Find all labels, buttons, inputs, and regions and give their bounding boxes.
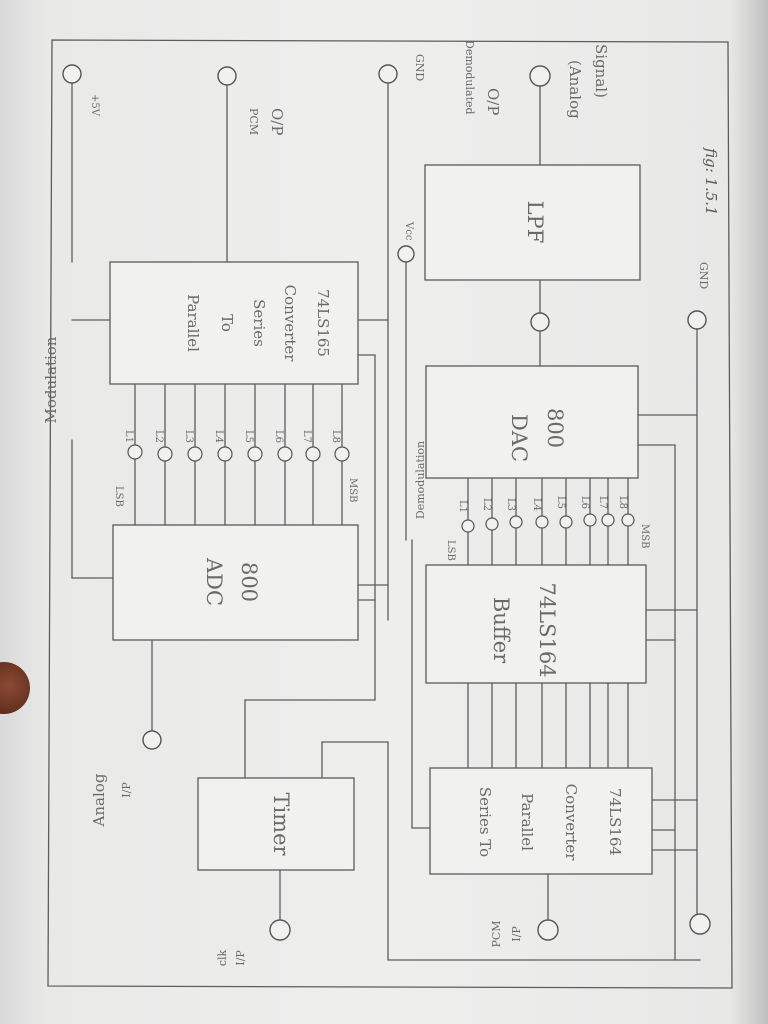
gnd-top-label: GND bbox=[413, 54, 426, 81]
stp-line-4: 74LS164 bbox=[606, 788, 624, 856]
analog-signal-label-2: Signal) bbox=[592, 44, 610, 98]
outer-border bbox=[47, 39, 733, 989]
stp-line-2: Parallel bbox=[518, 793, 536, 851]
pts-line-2: To bbox=[218, 314, 236, 332]
pcm-output-terminal[interactable] bbox=[217, 66, 237, 86]
vcc-mid-label: Vcc bbox=[403, 221, 414, 241]
gnd-mid-label: GND bbox=[697, 262, 710, 289]
adc-bit-label: L4 bbox=[213, 430, 224, 443]
demod-out-label-1: Demodulated bbox=[463, 40, 476, 115]
dac-bit-label: L2 bbox=[481, 498, 492, 511]
dac-bit-label: L5 bbox=[555, 496, 566, 509]
buffer-name: Buffer bbox=[489, 597, 513, 664]
dac-part: 800 bbox=[543, 408, 567, 448]
dac-lsb-label: LSB bbox=[445, 540, 456, 561]
pts-line-1: Parallel bbox=[184, 294, 202, 352]
adc-name: ADC bbox=[202, 557, 226, 606]
buffer-pin-circles bbox=[461, 513, 635, 533]
analog-input-terminal[interactable] bbox=[142, 730, 162, 750]
gnd-terminal-top[interactable] bbox=[378, 64, 398, 84]
adc-bit-label: L8 bbox=[330, 430, 341, 443]
clk-in-label-2: I/P bbox=[234, 950, 247, 966]
adc-pin-circles bbox=[127, 444, 350, 462]
vcc-terminal-top[interactable] bbox=[62, 64, 82, 84]
pcm-in-label-2: I/P bbox=[510, 926, 523, 942]
pcm-in-label-1: PCM bbox=[490, 920, 503, 947]
dac-msb-label: MSB bbox=[639, 524, 650, 548]
clk-in-label-1: clk bbox=[216, 950, 229, 967]
figure-label: fig: 1.5.1 bbox=[702, 147, 720, 216]
dac-name: DAC bbox=[507, 414, 531, 462]
dac-bit-label: L6 bbox=[579, 496, 590, 509]
analog-in-label-1: Analog bbox=[90, 773, 108, 827]
series-to-parallel-block bbox=[429, 767, 653, 875]
adc-bit-label: L7 bbox=[301, 430, 312, 443]
dac-bit-label: L7 bbox=[597, 496, 608, 509]
gnd-terminal-mid[interactable] bbox=[687, 310, 707, 330]
dac-block bbox=[425, 365, 639, 479]
timer-name: Timer bbox=[269, 792, 293, 856]
demodulation-label: Demodulation bbox=[414, 441, 427, 519]
stp-line-1: Series To bbox=[476, 787, 494, 857]
lpf-name: LPF bbox=[523, 201, 547, 244]
parallel-to-series-block bbox=[109, 261, 359, 385]
pts-line-3: Series bbox=[250, 299, 268, 347]
dac-bit-label: L1 bbox=[457, 500, 468, 513]
adc-bit-label: L5 bbox=[243, 430, 254, 443]
pts-line-4: Converter bbox=[281, 285, 299, 363]
adc-lsb-label: LSB bbox=[113, 486, 124, 507]
pcm-out-label-2: O/P bbox=[268, 108, 286, 135]
pcm-out-label-1: PCM bbox=[247, 108, 260, 135]
timer-block bbox=[197, 777, 355, 871]
vcc-terminal-mid[interactable] bbox=[397, 245, 415, 263]
stp-line-3: Converter bbox=[562, 784, 580, 862]
lpf-dac-node bbox=[530, 312, 550, 332]
adc-bit-label: L1 bbox=[123, 430, 134, 443]
vcc-top-label: +5V bbox=[89, 94, 100, 117]
adc-bit-label: L2 bbox=[153, 430, 164, 443]
buffer-part: 74LS164 bbox=[535, 582, 559, 677]
dac-bit-label: L3 bbox=[505, 498, 516, 511]
dac-bit-label: L4 bbox=[531, 498, 542, 511]
analog-in-label-2: I/P bbox=[120, 782, 133, 798]
adc-msb-label: MSB bbox=[347, 478, 358, 502]
pts-line-5: 74LS165 bbox=[314, 289, 332, 357]
adc-part: 800 bbox=[237, 562, 261, 602]
demod-out-label-2: O/P bbox=[484, 88, 502, 115]
analog-signal-label-1: (Analog bbox=[566, 60, 584, 119]
dac-bit-label: L8 bbox=[617, 496, 628, 509]
modulation-label: Modulation bbox=[42, 336, 60, 423]
buffer-block bbox=[425, 564, 647, 684]
demodulated-output-terminal[interactable] bbox=[529, 65, 551, 87]
gnd-terminal-bottom[interactable] bbox=[689, 913, 711, 935]
adc-block bbox=[112, 524, 359, 641]
adc-bit-label: L3 bbox=[183, 430, 194, 443]
sipo-data-lines bbox=[467, 682, 629, 769]
lpf-block bbox=[424, 164, 641, 281]
adc-bit-label: L6 bbox=[273, 430, 284, 443]
clk-input-terminal[interactable] bbox=[269, 919, 291, 941]
pcm-input-terminal[interactable] bbox=[537, 919, 559, 941]
